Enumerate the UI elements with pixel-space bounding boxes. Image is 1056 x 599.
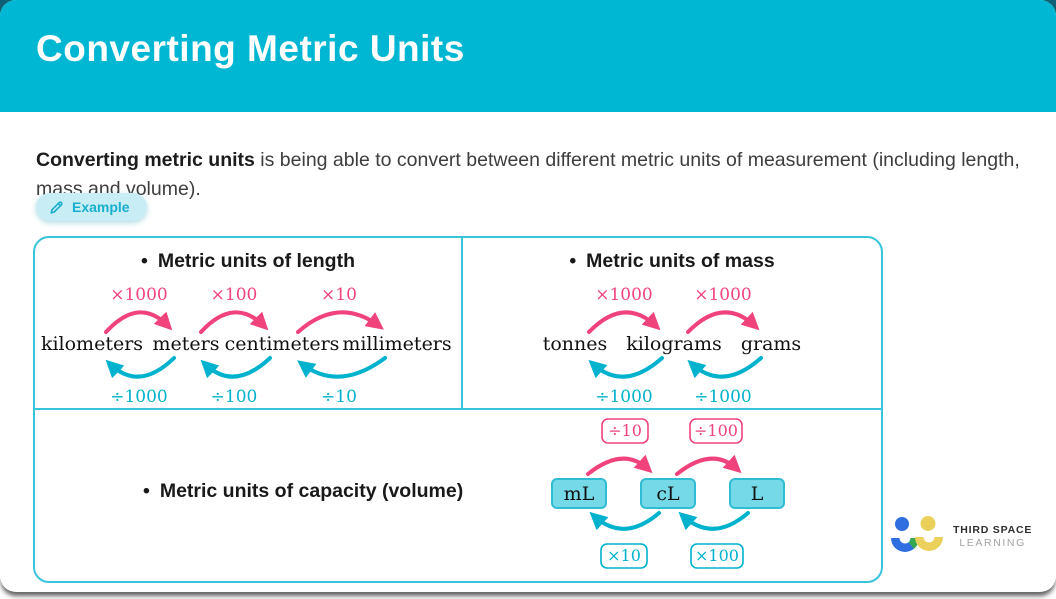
bullet-point: • (143, 480, 150, 502)
length-multiply-label: ×1000 (110, 285, 168, 305)
unit-box (640, 478, 696, 509)
multiply-arrow (686, 310, 760, 334)
length-divide-label: ÷100 (211, 387, 258, 406)
multiply-arrow (296, 310, 384, 334)
length-multiply-label: ×10 (321, 285, 357, 305)
divide-arrow (675, 454, 742, 476)
capacity-unit: mL (564, 483, 595, 505)
mass-divide-label: ÷1000 (694, 387, 752, 406)
multiply-arrow (587, 310, 661, 334)
bullet-point: • (569, 250, 577, 272)
intro-paragraph: Converting metric units is being able to… (36, 146, 1036, 204)
multiply-arrow (104, 310, 173, 334)
capacity-bottom-label: ×100 (695, 546, 739, 565)
mass-unit: tonnes (543, 333, 608, 355)
capacity-conversion-diagram: ÷10 ÷100 mL cL L ×10 ×100 (551, 418, 785, 569)
multiply-arrow (678, 511, 750, 531)
section-capacity: • Metric units of capacity (volume) ÷10 ÷… (35, 408, 881, 581)
divide-arrow (687, 356, 763, 379)
capacity-unit: L (751, 483, 764, 505)
mass-conversion-diagram: ×1000 ×1000 tonnes kilograms grams ÷1000… (543, 285, 801, 406)
length-heading-text: Metric units of length (157, 250, 355, 272)
capacity-unit: cL (656, 483, 680, 505)
mass-heading: • Metric units of mass (463, 250, 881, 273)
multiply-label-box (690, 543, 744, 569)
mass-unit: grams (741, 333, 801, 355)
length-unit: meters (153, 333, 220, 355)
length-multiply-label: ×100 (211, 285, 258, 305)
divide-arrow (105, 356, 176, 379)
capacity-heading: • Metric units of capacity (volume) (143, 480, 463, 503)
metric-units-panel: • Metric units of length ×1000 ×100 ×10 (33, 236, 883, 583)
page-header: Converting Metric Units (0, 0, 1056, 112)
mass-multiply-label: ×1000 (595, 285, 653, 305)
divide-arrow (588, 356, 664, 379)
third-space-learning-logo: THIRD SPACE LEARNING (888, 514, 1032, 558)
example-badge-label: Example (72, 199, 130, 215)
length-unit: millimeters (342, 333, 451, 355)
divide-label-box (601, 418, 649, 444)
logo-icon (891, 516, 943, 552)
divide-arrow (586, 454, 653, 476)
length-divide-label: ÷10 (321, 387, 357, 406)
mass-unit: kilograms (626, 333, 721, 355)
mass-heading-text: Metric units of mass (586, 250, 775, 272)
page-title: Converting Metric Units (36, 28, 465, 69)
bullet-point: • (141, 250, 148, 272)
capacity-heading-text: Metric units of capacity (volume) (159, 480, 464, 502)
divide-arrow (297, 356, 387, 379)
multiply-arrow (589, 511, 661, 531)
example-badge[interactable]: Example (36, 193, 147, 221)
section-mass: • Metric units of mass ×1000 ×1000 tonnes… (461, 238, 881, 408)
length-unit: kilometers (41, 333, 143, 355)
capacity-bottom-label: ×10 (607, 546, 641, 565)
pencil-icon (50, 200, 63, 214)
capacity-top-label: ÷100 (694, 421, 738, 440)
divide-label-box (689, 418, 743, 444)
length-divide-label: ÷1000 (110, 387, 168, 406)
multiply-label-box (600, 543, 648, 569)
unit-box (551, 478, 607, 509)
length-heading: • Metric units of length (35, 250, 461, 273)
multiply-arrow (199, 310, 269, 334)
unit-box (729, 478, 785, 509)
capacity-top-label: ÷10 (608, 421, 642, 440)
length-conversion-diagram: ×1000 ×100 ×10 kilometers meters centime… (41, 285, 452, 406)
intro-bold-text: Converting metric units (36, 148, 255, 171)
length-unit: centimeters (225, 333, 340, 355)
logo-text: THIRD SPACE LEARNING (953, 524, 1032, 549)
logo-line1: THIRD SPACE (953, 523, 1033, 536)
mass-multiply-label: ×1000 (694, 285, 752, 305)
divide-arrow (200, 356, 272, 379)
section-length: • Metric units of length ×1000 ×100 ×10 (35, 238, 461, 408)
logo-line2: LEARNING (959, 536, 1026, 549)
mass-divide-label: ÷1000 (595, 387, 653, 406)
